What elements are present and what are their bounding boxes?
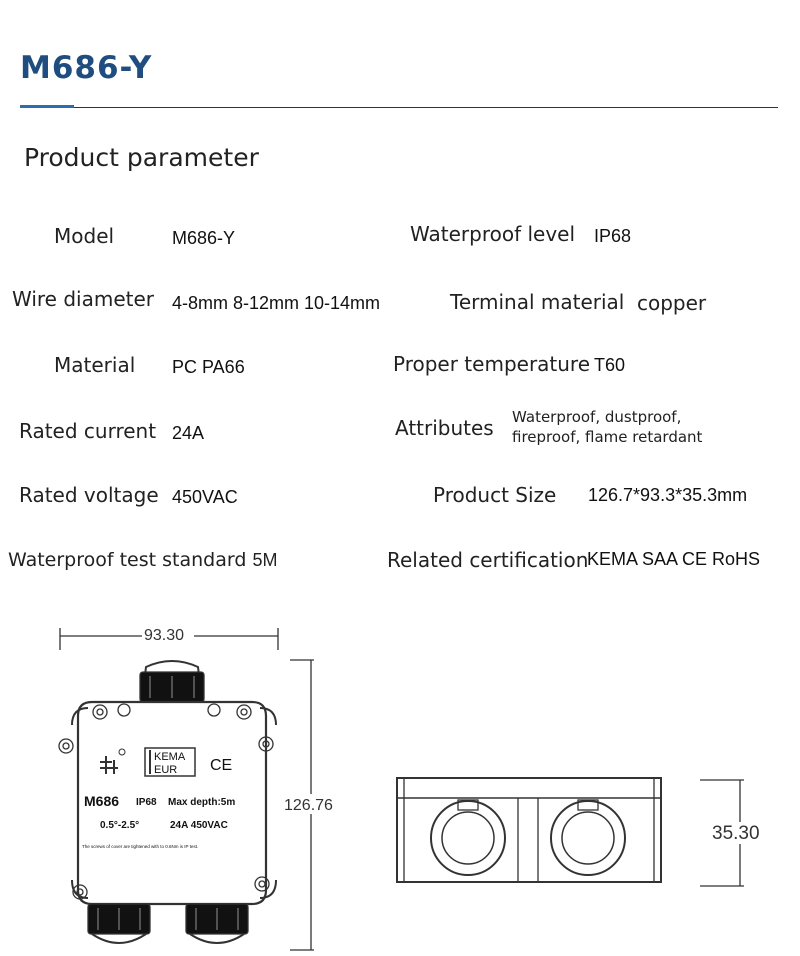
kema-mark [144,747,196,777]
material-label: Material [54,353,136,377]
product-size-label: Product Size [433,483,557,507]
technical-drawing: 93.30 126.76 35.30 KEMA EUR CE M686 IP68… [58,626,770,951]
box-kema-text: KEMA [154,751,186,763]
bottom-right-cable-gland [189,933,245,944]
section-title: Product parameter [24,143,259,172]
screw-right-upper [258,736,274,752]
rated-current-value: 24A [172,423,205,443]
header-divider-accent [20,105,74,108]
bottom-left-cable-gland [91,933,147,944]
side-gland-left [430,800,506,876]
screw-top-right [236,704,252,720]
certification-label: Related certification [387,548,589,572]
screw-left-upper [58,738,74,754]
product-size-value: 126.7*93.3*35.3mm [588,485,748,505]
attributes-value-line2: fireproof, flame retardant [512,428,703,446]
wire-diameter-value: 4-8mm 8-12mm 10-14mm [172,293,381,313]
page-title: M686-Y [20,50,153,86]
side-gland-right [550,800,626,876]
waterproof-level-value: IP68 [594,226,632,246]
model-value: M686-Y [172,228,236,248]
terminal-material-label: Terminal material [450,290,625,314]
side-box-body [396,777,662,883]
screw-bottom-right [254,876,270,892]
header-divider [20,107,778,108]
attributes-value-line1: Waterproof, dustproof, [512,408,682,426]
attributes-label: Attributes [395,416,494,440]
box-ip-text: IP68 [136,797,157,808]
proper-temperature-label: Proper temperature [393,352,591,376]
waterproof-test-value: 5M [252,550,278,570]
wire-diameter-label: Wire diameter [12,287,155,311]
waterproof-test-label: Waterproof test standard 5M [8,549,277,571]
certification-value: KEMA SAA CE RoHS [587,549,761,569]
screw-top-left [92,704,108,720]
waterproof-test-label-text: Waterproof test standard [8,549,247,571]
screw-bottom-left [72,884,88,900]
rated-current-label: Rated current [19,419,157,443]
terminal-material-value: copper [637,291,707,315]
box-note-text: The screws of cover are tightened with t… [82,844,198,849]
box-depth-text: Max depth:5m [168,797,235,808]
material-value: PC PA66 [172,357,245,377]
model-label: Model [54,224,115,248]
rated-voltage-label: Rated voltage [19,483,159,507]
junction-box-side [396,777,662,883]
proper-temperature-value: T60 [594,355,626,375]
width-dimension-label: 93.30 [144,627,184,644]
rated-voltage-value: 450VAC [172,487,238,507]
junction-box-front [58,660,277,944]
box-eur-text: EUR [154,764,177,776]
depth-dimension-label: 35.30 [712,823,760,844]
box-range-text: 0.5°-2.5° [100,820,139,831]
height-dimension-label: 126.76 [284,797,333,814]
attributes-value: Waterproof, dustproof, fireproof, flame … [512,407,752,447]
box-ce-mark: CE [210,757,232,774]
brand-logo-icon [100,756,118,774]
box-model-text: M686 [84,793,119,809]
waterproof-level-label: Waterproof level [410,222,576,246]
box-rating-text: 24A 450VAC [170,820,228,831]
